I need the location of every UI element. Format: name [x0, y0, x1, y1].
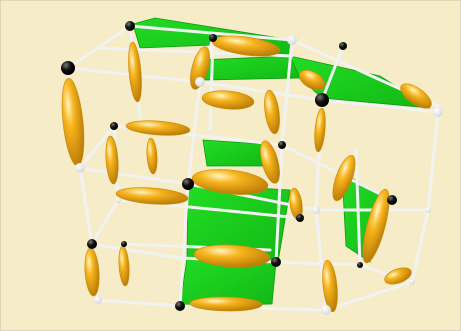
- node-black: [357, 262, 363, 268]
- node-black: [125, 21, 135, 31]
- rod: [280, 143, 394, 202]
- rod: [78, 166, 190, 186]
- rod: [90, 242, 182, 260]
- node-black: [121, 241, 127, 247]
- rod: [78, 124, 116, 170]
- rod: [78, 166, 94, 246]
- green-face-top-center: [199, 55, 301, 81]
- node-white: [115, 197, 121, 203]
- node-white: [433, 107, 443, 117]
- ellipsoid: [298, 69, 326, 91]
- black-nodes: [61, 21, 397, 311]
- rod: [410, 208, 430, 284]
- rod: [208, 36, 215, 132]
- ellipsoid: [146, 137, 158, 175]
- rod: [198, 80, 324, 102]
- node-white: [287, 35, 297, 45]
- rod: [186, 80, 202, 186]
- ellipsoid: [190, 46, 210, 90]
- green-face-mid-small: [202, 139, 269, 167]
- node-white: [312, 206, 320, 214]
- ellipsoid: [193, 244, 271, 268]
- ellipsoid: [332, 154, 356, 202]
- node-black: [209, 34, 217, 42]
- ellipsoid: [322, 259, 338, 313]
- rod: [426, 110, 440, 212]
- ellipsoid: [191, 169, 269, 195]
- node-black: [87, 239, 97, 249]
- rod: [280, 38, 294, 147]
- rod: [274, 260, 362, 267]
- node-black: [339, 42, 347, 50]
- node-black: [387, 195, 397, 205]
- node-white: [409, 279, 415, 285]
- node-black: [175, 301, 185, 311]
- white-nodes: [75, 35, 443, 315]
- node-black: [61, 61, 75, 75]
- rod: [96, 298, 182, 308]
- ellipsoid: [189, 296, 263, 312]
- rod: [128, 24, 294, 42]
- rod: [90, 198, 120, 246]
- node-black: [271, 257, 281, 267]
- rod: [320, 98, 440, 114]
- ellipsoids: [61, 35, 432, 313]
- ellipsoid: [314, 107, 326, 153]
- node-white: [425, 207, 431, 213]
- ellipsoid: [384, 267, 412, 285]
- node-white: [321, 305, 331, 315]
- node-black: [278, 141, 286, 149]
- ellipsoid: [362, 188, 390, 264]
- ellipsoid: [105, 135, 119, 185]
- ellipsoid: [125, 120, 191, 136]
- node-black: [110, 122, 118, 130]
- node-black: [296, 214, 304, 222]
- rod: [354, 148, 362, 267]
- ellipsoid: [260, 140, 280, 184]
- node-white: [94, 296, 102, 304]
- node-white: [195, 77, 205, 87]
- ellipsoid: [264, 89, 280, 135]
- node-black: [182, 178, 194, 190]
- ellipsoid: [115, 187, 189, 205]
- ellipsoid: [128, 41, 142, 103]
- rod: [324, 280, 414, 312]
- ellipsoid: [400, 83, 432, 109]
- ellipsoid: [201, 90, 255, 110]
- node-white: [75, 163, 85, 173]
- rod: [320, 44, 345, 102]
- node-black: [315, 93, 329, 107]
